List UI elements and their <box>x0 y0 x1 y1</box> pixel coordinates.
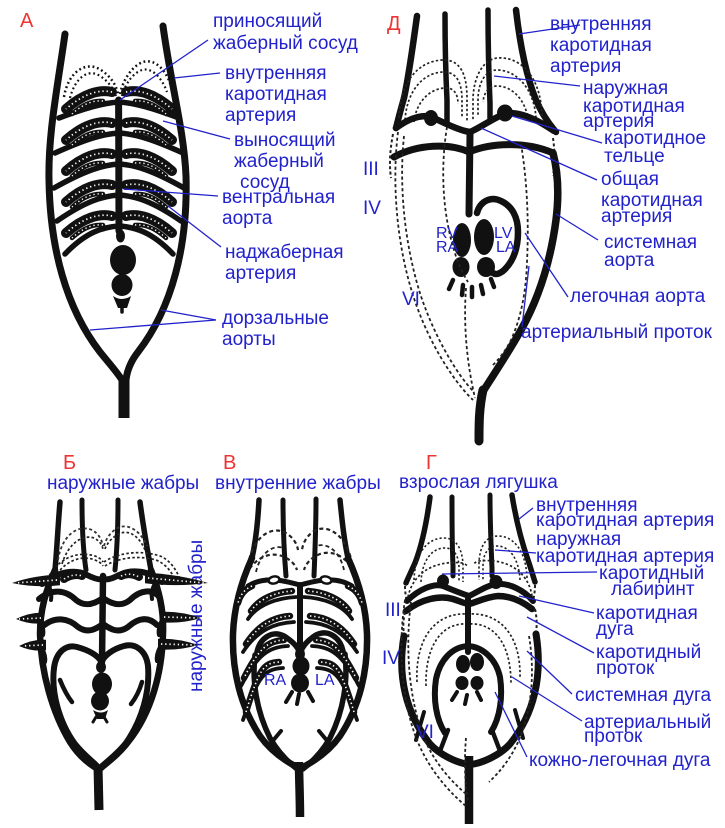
svg-text:сосуд: сосуд <box>240 172 290 193</box>
svg-text:RV: RV <box>436 225 458 242</box>
svg-text:каротидный: каротидный <box>596 642 701 663</box>
svg-text:легочная аорта: легочная аорта <box>570 286 706 307</box>
svg-text:аорта: аорта <box>604 250 655 271</box>
svg-text:Г: Г <box>426 452 437 474</box>
svg-text:приносящий: приносящий <box>213 11 322 32</box>
svg-text:проток: проток <box>596 658 655 679</box>
svg-text:RA: RA <box>436 239 459 256</box>
svg-text:каротидная: каротидная <box>596 603 698 624</box>
svg-text:наружные жабры: наружные жабры <box>47 473 199 494</box>
svg-text:наружная: наружная <box>583 78 668 99</box>
svg-text:каротидная: каротидная <box>601 190 703 211</box>
svg-text:системная: системная <box>604 232 697 253</box>
svg-text:дорзальные: дорзальные <box>222 308 329 329</box>
svg-text:общая: общая <box>601 169 659 190</box>
svg-text:взрослая лягушка: взрослая лягушка <box>399 472 558 493</box>
svg-text:IV: IV <box>382 648 400 669</box>
svg-text:каротидная артерия: каротидная артерия <box>536 510 714 531</box>
svg-text:вентральная: вентральная <box>222 187 335 208</box>
svg-text:III: III <box>363 159 379 180</box>
svg-text:артерия: артерия <box>225 105 296 126</box>
svg-text:жаберный сосуд: жаберный сосуд <box>213 33 358 54</box>
svg-text:дуга: дуга <box>596 619 634 640</box>
svg-text:проток: проток <box>584 726 643 747</box>
svg-text:Б: Б <box>63 452 76 474</box>
svg-text:внутренняя: внутренняя <box>550 14 652 35</box>
svg-text:кожно-легочная дуга: кожно-легочная дуга <box>529 750 711 771</box>
svg-text:наджаберная: наджаберная <box>225 242 344 263</box>
svg-text:В: В <box>223 452 236 474</box>
svg-text:каротидный: каротидный <box>599 563 704 584</box>
svg-text:артериальный проток: артериальный проток <box>521 322 713 343</box>
svg-text:каротидное: каротидное <box>604 128 706 149</box>
svg-text:IV: IV <box>363 198 381 219</box>
svg-text:аорты: аорты <box>222 329 276 350</box>
svg-text:артерия: артерия <box>601 206 672 227</box>
svg-text:VI: VI <box>402 289 420 310</box>
svg-text:внутренняя: внутренняя <box>536 495 638 516</box>
svg-text:каротидная артерия: каротидная артерия <box>536 546 714 567</box>
svg-text:III: III <box>385 600 401 621</box>
svg-text:LA: LA <box>315 672 335 689</box>
svg-text:наружные жабры: наружные жабры <box>186 540 207 692</box>
svg-text:каротидная: каротидная <box>550 35 652 56</box>
svg-text:VI: VI <box>416 722 434 743</box>
svg-text:LV: LV <box>494 225 513 242</box>
svg-text:каротидная: каротидная <box>225 84 327 105</box>
svg-text:выносящий: выносящий <box>234 130 335 151</box>
svg-text:артерия: артерия <box>550 56 621 77</box>
svg-text:А: А <box>20 10 34 32</box>
svg-text:каротидная: каротидная <box>583 96 685 117</box>
svg-text:аорта: аорта <box>222 208 273 229</box>
svg-text:жаберный: жаберный <box>234 151 324 172</box>
svg-text:артерия: артерия <box>225 263 296 284</box>
svg-text:Д: Д <box>387 13 401 35</box>
svg-text:лабиринт: лабиринт <box>611 579 695 600</box>
svg-text:наружная: наружная <box>536 529 621 550</box>
svg-text:тельце: тельце <box>604 146 665 167</box>
svg-text:внутренняя: внутренняя <box>225 63 327 84</box>
svg-text:системная дуга: системная дуга <box>575 685 711 706</box>
svg-text:артериальный: артериальный <box>584 712 711 733</box>
svg-text:артерия: артерия <box>583 111 654 132</box>
svg-text:внутренние жабры: внутренние жабры <box>215 473 381 494</box>
svg-text:LA: LA <box>496 239 516 256</box>
svg-text:RA: RA <box>264 672 287 689</box>
